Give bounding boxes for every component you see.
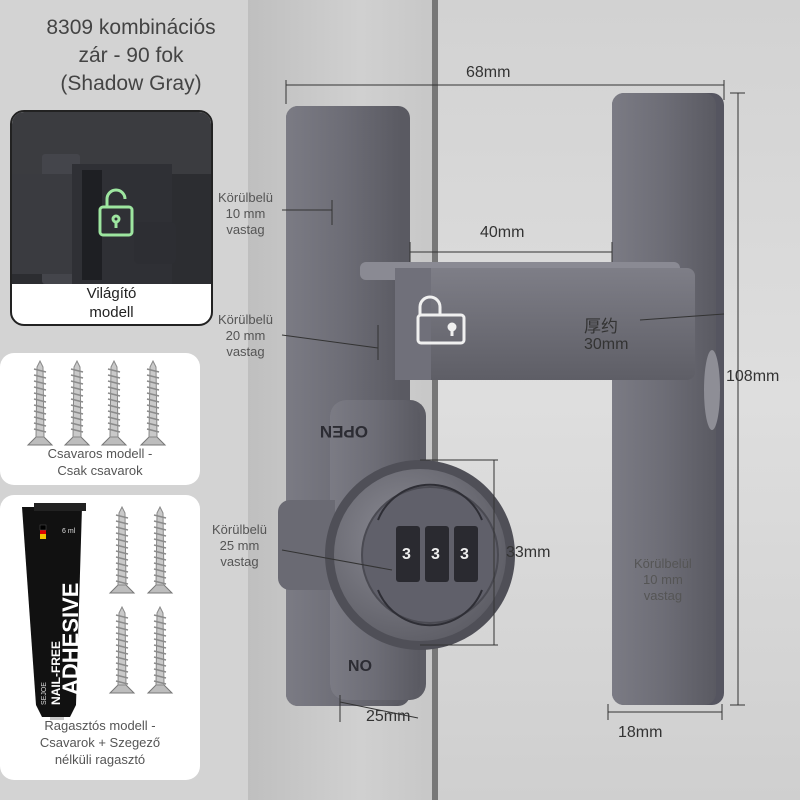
combination-dial: 3 3 3 [325, 460, 515, 650]
screw-icon [146, 505, 174, 594]
adhesive-tube: 6 ml NAIL-FREE ADHESIVE SEJOE [22, 503, 86, 720]
screw-icon [108, 505, 136, 594]
screws-illustration [26, 359, 167, 446]
right-plate [612, 93, 724, 705]
note-middle-thickness: Körülbelü 20 mm vastag [218, 312, 273, 360]
dim-height: 108mm [726, 368, 780, 385]
note-1-line-1: Körülbelü [218, 190, 273, 205]
dim-arm-length: 40mm [480, 224, 525, 241]
lock-icon [416, 295, 466, 345]
screws-caption-line-1: Csavaros modell - [47, 446, 153, 461]
adhesive-illustration: 6 ml NAIL-FREE ADHESIVE SEJOE [22, 503, 174, 720]
note-1-line-3: vastag [226, 222, 265, 237]
note-3-line-2: 25 mm [219, 538, 260, 553]
note-3-line-3: vastag [220, 554, 259, 569]
glowing-lock-icon [98, 188, 134, 237]
screw-icon [139, 359, 167, 446]
note-3-line-1: Körülbelü [212, 522, 267, 537]
dim-thickness-value: 30mm [584, 336, 629, 353]
variant-card-adhesive[interactable]: 6 ml NAIL-FREE ADHESIVE SEJOE Ragasztós … [0, 495, 200, 780]
variant-card-luminous[interactable]: Világító modell [10, 110, 213, 326]
product-title: 8309 kombinációs zár - 90 fok (Shadow Gr… [0, 14, 262, 98]
note-2-line-2: 20 mm [225, 328, 266, 343]
tube-product-small: NAIL-FREE [49, 641, 63, 705]
luminous-lock-illustration [12, 154, 211, 284]
dial-digit-3: 3 [460, 546, 469, 563]
screw-icon [63, 359, 91, 446]
screw-icon [146, 605, 174, 694]
note-2-line-3: vastag [226, 344, 265, 359]
screws-caption: Csavaros modell - Csak csavarok [0, 445, 200, 479]
tube-volume: 6 ml [62, 528, 76, 535]
note-right-thickness: Körülbelül 10 mm vastag [634, 556, 692, 604]
on-mark: ON [348, 656, 372, 673]
dim-top-width: 68mm [466, 64, 511, 81]
note-2-line-1: Körülbelü [218, 312, 273, 327]
dim-thickness-cn: 厚约 [584, 317, 618, 336]
note-4-line-3: vastag [643, 588, 683, 603]
note-top-thickness: Körülbelü 10 mm vastag [218, 190, 273, 238]
screw-icon [26, 359, 54, 446]
note-dial-thickness: Körülbelü 25 mm vastag [212, 522, 267, 570]
screw-icon [108, 605, 136, 694]
adhesive-caption-line-1: Ragasztós modell - [44, 718, 156, 733]
note-1-line-2: 10 mm [225, 206, 266, 221]
note-4-line-2: 10 mm [643, 572, 683, 587]
title-line-3: (Shadow Gray) [60, 72, 202, 95]
dim-dial-height: 33mm [506, 544, 551, 561]
title-line-1: 8309 kombinációs [46, 16, 216, 39]
screw-icon [100, 359, 128, 446]
dimension-lines [281, 80, 745, 722]
note-4-line-1: Körülbelül [634, 556, 692, 571]
door-edge [432, 0, 438, 800]
dial-digit-1: 3 [402, 546, 411, 563]
adhesive-caption: Ragasztós modell - Csavarok + Szegező né… [0, 717, 200, 768]
adhesive-caption-line-2: Csavarok + Szegező [39, 735, 161, 750]
screws-caption-line-2: Csak csavarok [57, 463, 143, 478]
cross-arm [360, 262, 695, 380]
luminous-caption: Világító modell [12, 284, 211, 322]
tube-product-big: ADHESIVE [58, 583, 83, 695]
tube-brand: SEJOE [41, 682, 48, 705]
open-mark: OPEN [320, 422, 368, 441]
luminous-caption-line-1: Világító [86, 285, 137, 302]
dim-bottom-left: 25mm [366, 708, 411, 725]
adhesive-screws [108, 505, 174, 694]
dial-digit-2: 3 [431, 546, 440, 563]
variant-card-screws[interactable]: Csavaros modell - Csak csavarok [0, 353, 200, 485]
title-line-2: zár - 90 fok [78, 44, 184, 67]
adhesive-caption-line-3: nélküli ragasztó [54, 752, 146, 767]
luminous-caption-line-2: modell [89, 304, 134, 321]
dim-bottom-right: 18mm [618, 724, 663, 741]
